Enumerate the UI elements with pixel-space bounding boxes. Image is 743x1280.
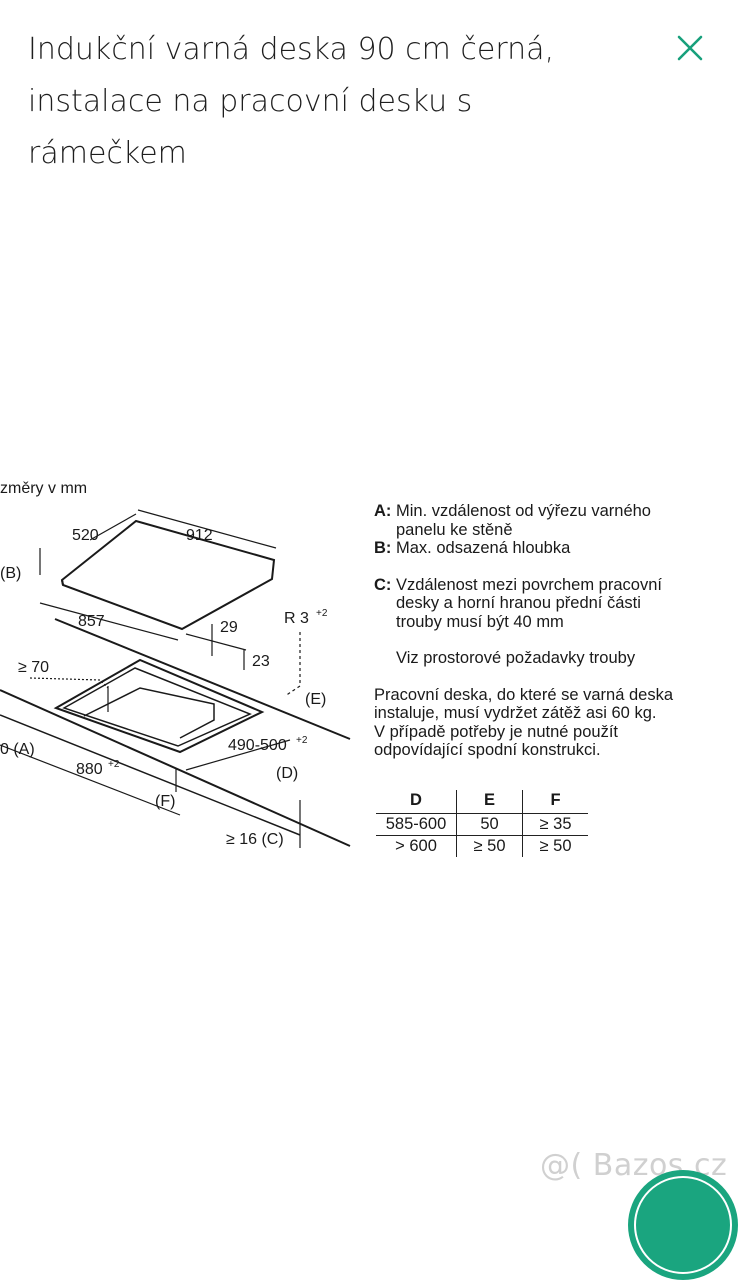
distance-table: D E F 585-600 50 ≥ 35 > 600 ≥ 50 ≥ 50: [376, 790, 588, 857]
table-cell: 50: [456, 813, 523, 836]
label-c: ≥ 16 (C): [226, 831, 284, 848]
note-b-key: B:: [374, 539, 392, 557]
worktop-edge-front: [0, 689, 351, 847]
installation-notes: A: Min. vzdálenost od výřezu varného pan…: [374, 502, 739, 760]
note-worktop: Pracovní deska, do které se varná deska …: [374, 685, 673, 760]
table-cell: ≥ 50: [522, 835, 588, 857]
units-label: změry v mm: [0, 480, 87, 497]
table-cell: ≥ 35: [522, 813, 588, 836]
label-e: (E): [305, 691, 326, 708]
dim-912: 912: [186, 527, 213, 544]
table-row: 585-600 50 ≥ 35: [376, 813, 588, 836]
dialog-title: Indukční varná deska 90 cm černá, instal…: [28, 24, 628, 180]
table-cell: ≥ 50: [456, 835, 523, 857]
table-cell: > 600: [376, 835, 457, 857]
dim-857: 857: [78, 613, 105, 630]
label-b: (B): [0, 565, 21, 582]
note-c: C: Vzdálenost mezi povrchem pracovní des…: [374, 576, 739, 632]
dim-cutout-tolerance: +2: [296, 735, 308, 746]
dim-29: 29: [220, 619, 238, 636]
dim-cutout: 490-500: [228, 737, 287, 754]
dim-880: 880: [76, 761, 103, 778]
fab-ring: [634, 1176, 732, 1274]
close-button[interactable]: [670, 28, 710, 68]
note-b-text: Max. odsazená hloubka: [396, 539, 571, 557]
label-f: (F): [155, 793, 175, 810]
worktop-edge-back: [54, 618, 351, 740]
table-header-d: D: [410, 791, 422, 809]
note-a-text: Min. vzdálenost od výřezu varného panelu…: [396, 502, 651, 539]
note-oven: Viz prostorové požadavky trouby: [396, 649, 636, 667]
label-a: 0 (A): [0, 741, 35, 758]
note-c-text: Vzdálenost mezi povrchem pracovní desky …: [396, 575, 662, 631]
label-d: (D): [276, 765, 298, 782]
installation-figure: změry v mm 520 912 (B) 857 R 3 +2 29 23 …: [0, 462, 743, 868]
note-a-key: A:: [374, 502, 392, 520]
title-line-1: Indukční varná deska 90 cm černá,: [28, 32, 555, 67]
note-a: A: Min. vzdálenost od výřezu varného pan…: [374, 502, 739, 539]
note-c-key: C:: [374, 575, 392, 594]
table-header-e: E: [456, 790, 523, 814]
dim-880-tolerance: +2: [108, 759, 120, 770]
table-header-f: F: [522, 790, 588, 814]
title-line-3: rámečkem: [28, 136, 187, 171]
floating-action-button[interactable]: [628, 1170, 738, 1280]
table-cell: 585-600: [376, 813, 457, 836]
dim-23: 23: [252, 653, 270, 670]
dim-520: 520: [72, 527, 99, 544]
cutout: [53, 658, 265, 754]
title-line-2: instalace na pracovní desku s: [28, 84, 473, 119]
radius-tolerance: +2: [316, 608, 328, 619]
note-b: B: Max. odsazená hloubka: [374, 539, 739, 558]
radius-label: R 3: [284, 610, 309, 627]
dim-ge70: ≥ 70: [18, 659, 49, 676]
installation-diagram: změry v mm 520 912 (B) 857 R 3 +2 29 23 …: [0, 480, 351, 848]
table-row: > 600 ≥ 50 ≥ 50: [376, 835, 588, 857]
close-icon: [677, 35, 703, 61]
